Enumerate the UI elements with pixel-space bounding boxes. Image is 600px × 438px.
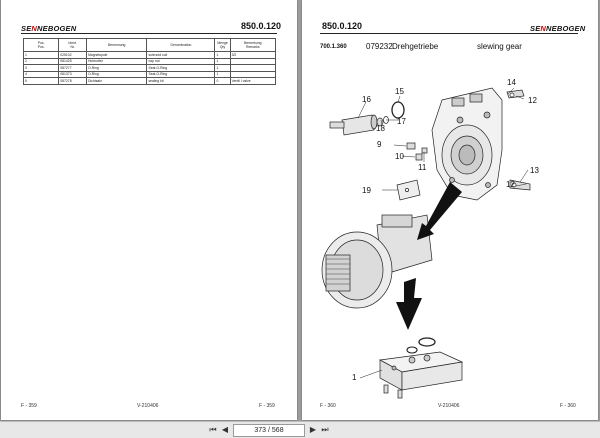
col-benennung: Benennung [85, 38, 148, 52]
callout-13: 13 [530, 166, 539, 175]
table-cell: sealing kit [146, 77, 216, 85]
last-page-icon[interactable]: ⏭ [321, 425, 329, 434]
table-cell [229, 64, 277, 72]
table-cell: 5 [22, 77, 60, 85]
callout-9: 9 [377, 140, 382, 149]
callout-12: 12 [528, 96, 537, 105]
callout-14: 14 [507, 78, 516, 87]
first-page-icon[interactable]: ⏮ [209, 425, 217, 434]
table-cell: 0 [214, 77, 231, 85]
table-cell [229, 70, 277, 78]
callout-16: 16 [362, 95, 371, 104]
table-cell: 087278 [58, 77, 87, 85]
header-rule [21, 33, 277, 34]
callout-17: 17 [397, 117, 406, 126]
parts-table: Pos.Pos. Ident.Nr. Benennung Denominatio… [22, 38, 277, 85]
callout-1: 1 [352, 373, 357, 382]
callout-11: 11 [418, 163, 427, 172]
col-pos: Pos.Pos. [22, 38, 60, 52]
exploded-parts-drawing [321, 87, 531, 399]
col-ident: Ident.Nr. [58, 38, 87, 52]
table-cell: Hutmutter [85, 57, 148, 65]
table-cell: 4 [22, 70, 60, 78]
footer-center: V-210406 [137, 403, 159, 409]
next-page-icon[interactable]: ▶ [309, 425, 317, 434]
table-cell: 3 [22, 64, 60, 72]
col-denomination: Denomination [146, 38, 216, 52]
viewer-toolbar: ⏮ ◀ 373 / 568 ▶ ⏭ [0, 421, 600, 438]
callout-19: 19 [362, 186, 371, 195]
table-cell: 2 [22, 57, 60, 65]
header-rule [320, 33, 578, 34]
table-cell: Dichtsatz [85, 77, 148, 85]
callout-12b: 12 [506, 180, 515, 189]
assembly-number: 079232 [366, 42, 393, 51]
callout-10: 10 [395, 152, 404, 161]
footer-center: V-210406 [438, 403, 460, 409]
table-cell: O-Ring [85, 70, 148, 78]
footer-left: F - 360 [320, 403, 336, 409]
brand-logo: SENNEBOGEN [530, 24, 586, 33]
right-page: 850.0.120 SENNEBOGEN F - 360 V-210406 F … [302, 0, 598, 420]
left-page: SENNEBOGEN 850.0.120 Pos.Pos. Ident.Nr. … [1, 0, 297, 420]
page-part-number: 850.0.120 [241, 21, 282, 31]
callout-18: 18 [376, 124, 385, 133]
table-cell: O-Ring [85, 64, 148, 72]
prev-page-icon[interactable]: ◀ [221, 425, 229, 434]
assembly-title-de: Drehgetriebe [392, 42, 439, 51]
footer-left: F - 359 [21, 403, 37, 409]
table-cell [229, 57, 277, 65]
page-part-number: 850.0.120 [322, 21, 363, 31]
assembly-title-en: slewing gear [477, 42, 522, 51]
footer-right: F - 359 [259, 403, 275, 409]
callout-15: 15 [395, 87, 404, 96]
footer-right: F - 360 [560, 403, 576, 409]
brand-logo: SENNEBOGEN [21, 24, 77, 33]
assembly-code: 700.1.360 [320, 44, 347, 50]
table-cell: Ventil I valve [229, 77, 277, 85]
page-number-input[interactable]: 373 / 568 [233, 424, 305, 437]
